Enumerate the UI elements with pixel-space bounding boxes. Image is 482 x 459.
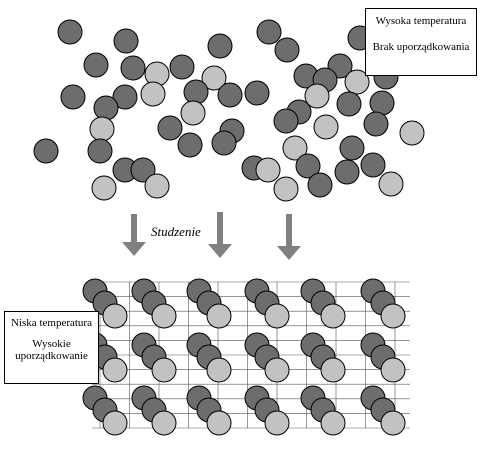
dark-atom <box>33 138 59 164</box>
dark-atom <box>130 157 156 183</box>
hot-state-label: Wysoka temperatura Brak uporządkowania <box>365 8 477 76</box>
dark-atom <box>60 84 86 110</box>
dark-atom <box>307 172 333 198</box>
light-atom <box>399 120 425 146</box>
light-atom <box>102 410 128 436</box>
dark-atom <box>256 19 282 45</box>
light-atom <box>320 303 346 329</box>
dark-atom <box>112 84 138 110</box>
light-atom <box>264 357 290 383</box>
light-atom <box>206 357 232 383</box>
light-atom <box>282 135 308 161</box>
light-atom <box>102 303 128 329</box>
disordered-atoms <box>33 19 425 202</box>
light-atom <box>320 410 346 436</box>
dark-atom <box>363 111 389 137</box>
light-atom <box>151 410 177 436</box>
dark-atom <box>334 159 360 185</box>
light-atom <box>102 357 128 383</box>
dark-atom <box>360 152 386 178</box>
light-atom <box>91 175 117 201</box>
dark-atom <box>217 82 243 108</box>
dark-atom <box>113 28 139 54</box>
dark-atom <box>336 91 362 117</box>
hot-state-title: Wysoka temperatura <box>375 15 467 27</box>
dark-atom <box>211 130 237 156</box>
dark-atom <box>369 90 395 116</box>
dark-atom <box>273 108 299 134</box>
light-atom <box>264 303 290 329</box>
light-atom <box>380 410 406 436</box>
dark-atom <box>169 54 195 80</box>
light-atom <box>344 69 370 95</box>
dark-atom <box>207 33 233 59</box>
cold-state-label: Niska temperatura Wysokie uporządkowanie <box>4 311 99 384</box>
light-atom <box>206 303 232 329</box>
light-atom <box>264 410 290 436</box>
dark-atom <box>295 153 321 179</box>
cooling-arrows <box>122 212 301 260</box>
light-atom <box>144 173 170 199</box>
down-arrow-head <box>122 242 146 256</box>
dark-atom <box>183 79 209 105</box>
light-atom <box>201 65 227 91</box>
light-atom <box>313 114 339 140</box>
light-atom <box>273 176 299 202</box>
hot-state-description: Brak uporządkowania <box>372 41 470 53</box>
light-atom <box>151 357 177 383</box>
light-atom <box>180 100 206 126</box>
light-atom <box>255 157 281 183</box>
down-arrow-head <box>277 246 301 260</box>
light-atom <box>380 357 406 383</box>
light-atom <box>378 171 404 197</box>
light-atom <box>151 303 177 329</box>
light-atom <box>320 357 346 383</box>
ordered-atoms <box>82 278 406 436</box>
light-atom <box>140 81 166 107</box>
light-atom <box>89 116 115 142</box>
dark-atom <box>93 95 119 121</box>
dark-atom <box>339 135 365 161</box>
down-arrow-head <box>208 244 232 258</box>
light-atom <box>304 83 330 109</box>
light-atom <box>206 410 232 436</box>
dark-atom <box>274 37 300 63</box>
cold-state-title: Niska temperatura <box>11 317 92 329</box>
dark-atom <box>57 19 83 45</box>
dark-atom <box>157 115 183 141</box>
cold-state-description: Wysokie uporządkowanie <box>15 338 88 362</box>
dark-atom <box>83 52 109 78</box>
dark-atom <box>177 132 203 158</box>
dark-atom <box>244 80 270 106</box>
dark-atom <box>87 138 113 164</box>
dark-atom <box>120 55 146 81</box>
light-atom <box>380 303 406 329</box>
cooling-label: Studzenie <box>151 224 201 239</box>
